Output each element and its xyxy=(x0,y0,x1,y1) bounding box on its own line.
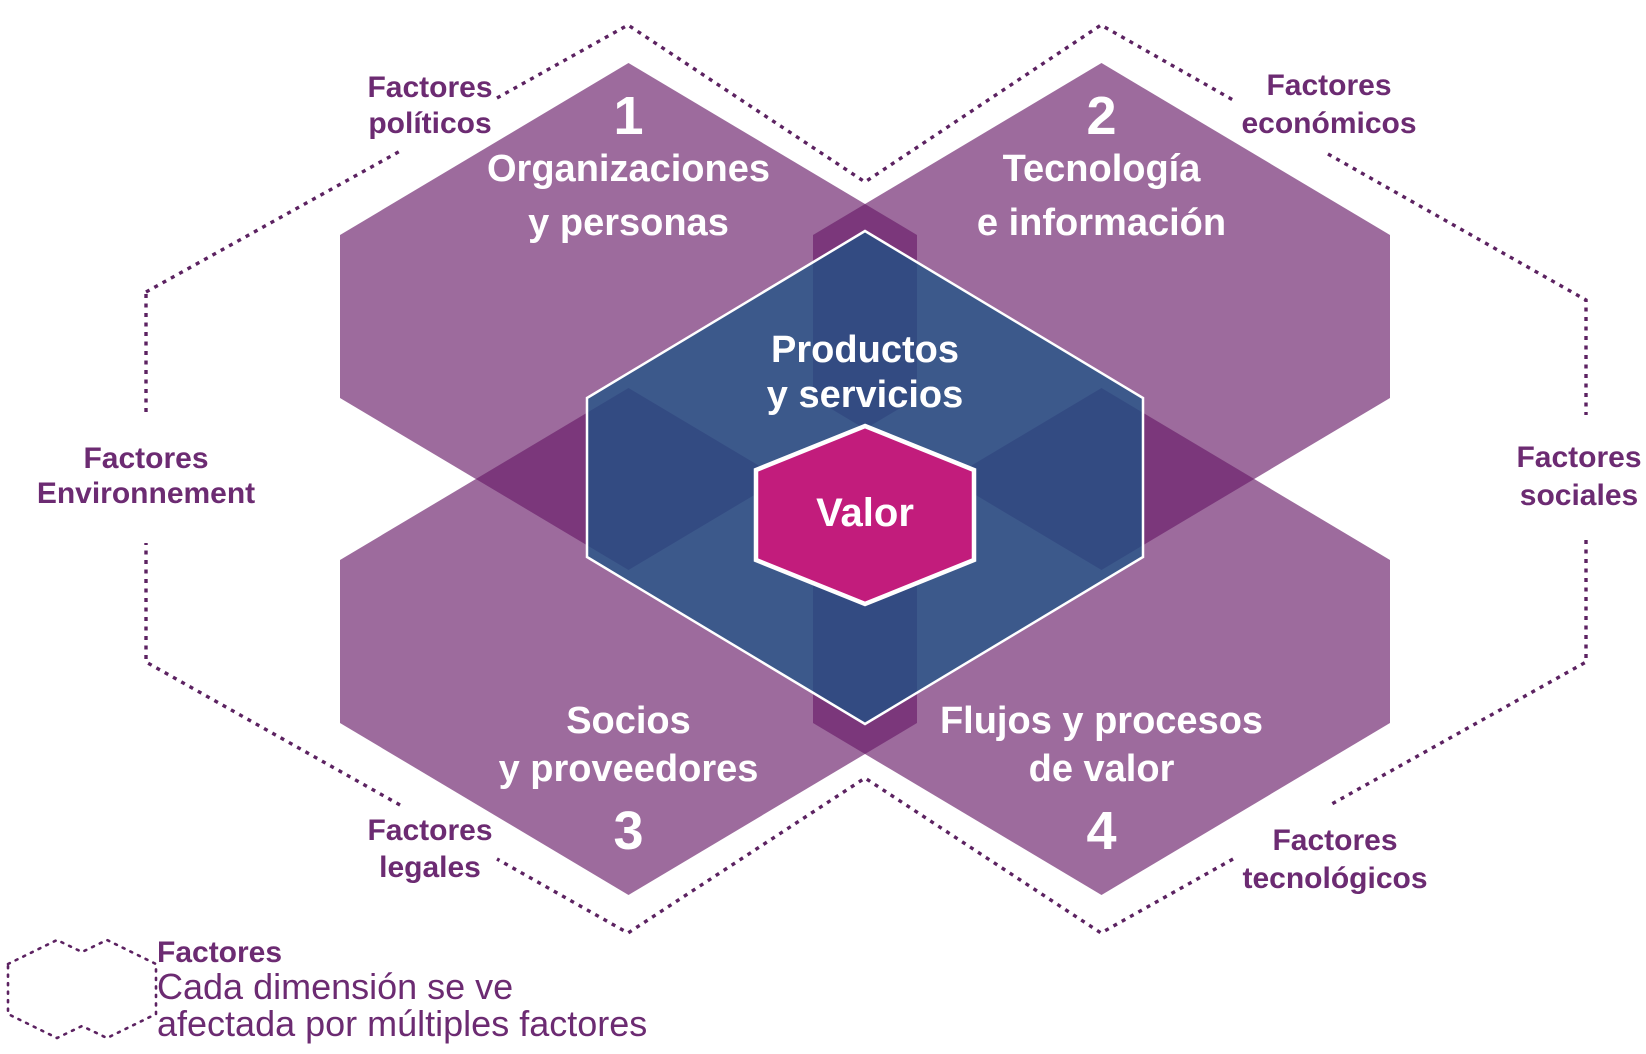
factor-environnement-line2: Environnement xyxy=(37,477,255,510)
factor-environnement-line1: Factores xyxy=(83,442,208,475)
dimension-1-label-line1: Organizaciones xyxy=(487,148,770,190)
value-label: Valor xyxy=(816,491,914,535)
dimension-4-label-line2: de valor xyxy=(1029,748,1175,790)
dimension-3-label-line2: y proveedores xyxy=(499,748,759,790)
legend-line2: afectada por múltiples factores xyxy=(157,1003,647,1044)
dimension-4-number: 4 xyxy=(1086,801,1116,861)
factor-tecnologicos-line1: Factores xyxy=(1272,824,1397,857)
dimension-3-number: 3 xyxy=(613,801,643,861)
dimension-1-label-line2: y personas xyxy=(528,202,729,244)
dimension-2-number: 2 xyxy=(1086,86,1116,146)
factor-legales-line1: Factores xyxy=(367,814,492,847)
factor-economicos-line2: económicos xyxy=(1241,107,1416,140)
factor-politicos-line2: políticos xyxy=(368,107,491,140)
value-hexagon xyxy=(753,423,977,607)
center-label-line2: y servicios xyxy=(767,374,963,416)
factor-sociales-line2: sociales xyxy=(1520,479,1638,512)
factor-legales-line2: legales xyxy=(379,851,481,884)
legend-line1: Cada dimensión se ve xyxy=(157,966,513,1007)
dimension-2-label-line1: Tecnología xyxy=(1003,148,1202,190)
factor-economicos-line1: Factores xyxy=(1266,69,1391,102)
dimension-4-label-line1: Flujos y procesos xyxy=(940,700,1263,742)
dimension-2-label-line2: e información xyxy=(977,202,1226,244)
dimension-1-number: 1 xyxy=(613,86,643,146)
legend-title: Factores xyxy=(157,936,282,969)
dimension-3-label-line1: Socios xyxy=(566,700,691,742)
center-label-line1: Productos xyxy=(771,329,959,371)
factor-sociales-line1: Factores xyxy=(1516,441,1641,474)
outer-dotted-outline xyxy=(144,23,1588,935)
factor-tecnologicos-line2: tecnológicos xyxy=(1242,862,1427,895)
factor-politicos-line1: Factores xyxy=(367,71,492,104)
legend-double-hexagon-icon xyxy=(6,938,158,1040)
